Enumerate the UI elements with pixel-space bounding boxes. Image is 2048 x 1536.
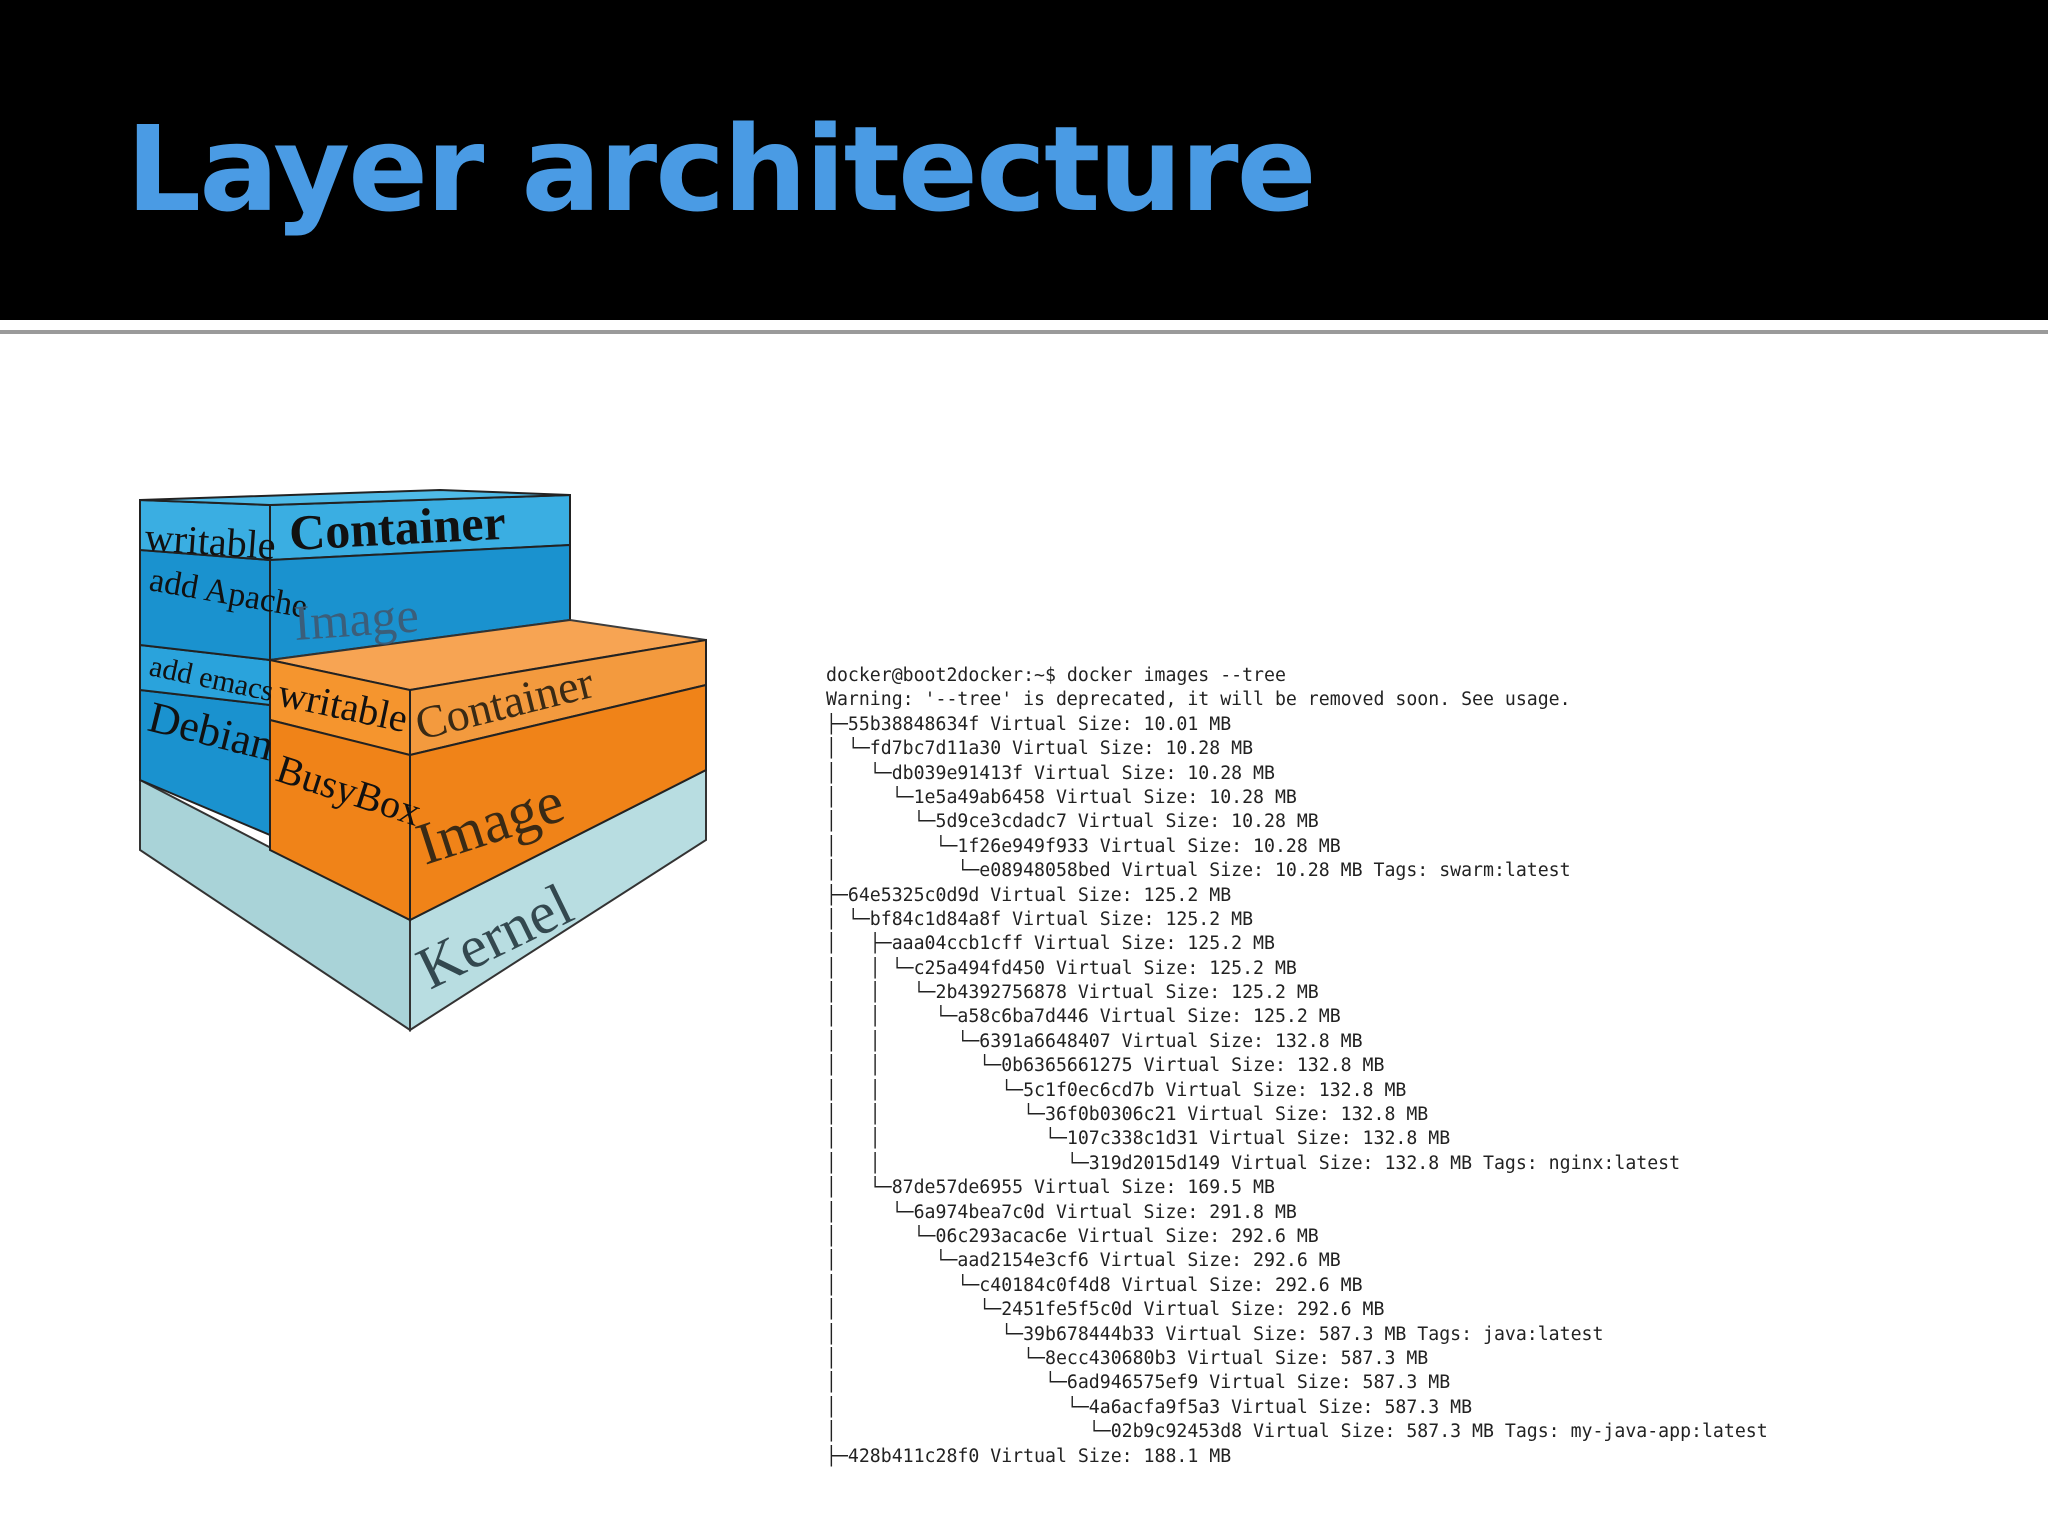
terminal-line: │ │ └─5c1f0ec6cd7b Virtual Size: 132.8 M…: [826, 1079, 1407, 1101]
terminal-line: │ │ └─319d2015d149 Virtual Size: 132.8 M…: [826, 1152, 1681, 1174]
terminal-line: ├─55b38848634f Virtual Size: 10.01 MB: [826, 713, 1232, 735]
terminal-line: │ └─2451fe5f5c0d Virtual Size: 292.6 MB: [826, 1299, 1385, 1321]
terminal-line: │ │ └─2b4392756878 Virtual Size: 125.2 M…: [826, 982, 1319, 1004]
layer-diagram-svg: writable Container add Apache Image add …: [139, 488, 707, 1032]
left-container-label: Container: [288, 494, 507, 561]
terminal-line: │ │ └─c25a494fd450 Virtual Size: 125.2 M…: [826, 957, 1297, 979]
terminal-line: │ │ └─36f0b0306c21 Virtual Size: 132.8 M…: [826, 1104, 1429, 1126]
terminal-line: │ └─db039e91413f Virtual Size: 10.28 MB: [826, 762, 1275, 784]
terminal-line: Warning: '--tree' is deprecated, it will…: [826, 689, 1571, 711]
terminal-line: docker@boot2docker:~$ docker images --tr…: [826, 665, 1286, 686]
terminal-line: │ └─6a974bea7c0d Virtual Size: 291.8 MB: [826, 1201, 1297, 1223]
terminal-line: ├─64e5325c0d9d Virtual Size: 125.2 MB: [826, 884, 1232, 906]
title-bar: [0, 0, 2048, 320]
terminal-line: │ └─fd7bc7d11a30 Virtual Size: 10.28 MB: [826, 738, 1254, 760]
terminal-line: │ └─c40184c0f4d8 Virtual Size: 292.6 MB: [826, 1274, 1363, 1296]
terminal-line: │ └─02b9c92453d8 Virtual Size: 587.3 MB …: [826, 1421, 1768, 1443]
left-writable-label: writable: [143, 514, 277, 568]
terminal-line: │ └─bf84c1d84a8f Virtual Size: 125.2 MB: [826, 908, 1254, 930]
terminal-line: │ └─1f26e949f933 Virtual Size: 10.28 MB: [826, 835, 1341, 857]
terminal-line: │ └─aad2154e3cf6 Virtual Size: 292.6 MB: [826, 1250, 1341, 1272]
terminal-line: │ │ └─6391a6648407 Virtual Size: 132.8 M…: [826, 1030, 1363, 1052]
terminal-line: │ └─1e5a49ab6458 Virtual Size: 10.28 MB: [826, 786, 1297, 808]
terminal-line: │ └─e08948058bed Virtual Size: 10.28 MB …: [826, 860, 1571, 882]
title-rule: [0, 322, 2048, 327]
terminal-line: │ │ └─107c338c1d31 Virtual Size: 132.8 M…: [826, 1128, 1451, 1150]
terminal-line: │ │ └─0b6365661275 Virtual Size: 132.8 M…: [826, 1055, 1385, 1077]
terminal-line: │ │ └─a58c6ba7d446 Virtual Size: 125.2 M…: [826, 1006, 1341, 1028]
docker-images-tree-output: docker@boot2docker:~$ docker images --tr…: [826, 664, 2006, 1469]
left-top-face: [139, 488, 571, 507]
terminal-line: │ └─87de57de6955 Virtual Size: 169.5 MB: [826, 1177, 1275, 1199]
layer-diagram: writable Container add Apache Image add …: [130, 480, 710, 1040]
title-rule-shadow: [0, 330, 2048, 334]
terminal-line: ├─428b411c28f0 Virtual Size: 188.1 MB: [826, 1445, 1232, 1467]
terminal-line: │ ├─aaa04ccb1cff Virtual Size: 125.2 MB: [826, 933, 1275, 955]
left-image-label: Image: [292, 586, 421, 651]
terminal-line: │ └─6ad946575ef9 Virtual Size: 587.3 MB: [826, 1372, 1451, 1394]
terminal-line: │ └─5d9ce3cdadc7 Virtual Size: 10.28 MB: [826, 811, 1319, 833]
terminal-line: │ └─4a6acfa9f5a3 Virtual Size: 587.3 MB: [826, 1396, 1473, 1418]
terminal-line: │ └─8ecc430680b3 Virtual Size: 587.3 MB: [826, 1347, 1429, 1369]
slide-title: Layer architecture: [126, 100, 1317, 238]
terminal-line: │ └─06c293acac6e Virtual Size: 292.6 MB: [826, 1225, 1319, 1247]
orange-image-face: [409, 683, 707, 922]
terminal-line: │ └─39b678444b33 Virtual Size: 587.3 MB …: [826, 1323, 1604, 1345]
